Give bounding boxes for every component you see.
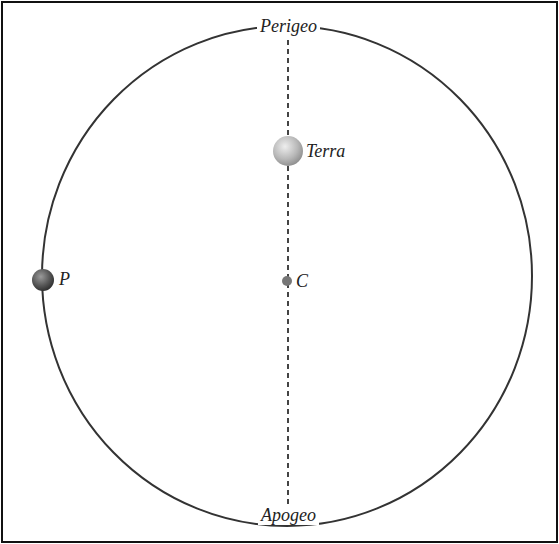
orbit-circle <box>42 26 532 526</box>
planet-label: P <box>59 269 70 289</box>
apogee-label: Apogeo <box>258 505 319 525</box>
apsid-line <box>287 40 289 504</box>
center-dot <box>282 276 292 286</box>
earth-sphere <box>273 136 303 166</box>
center-label: C <box>296 271 308 291</box>
perigee-label: Perigeo <box>257 16 320 36</box>
planet-sphere <box>32 269 54 291</box>
earth-label: Terra <box>306 141 345 161</box>
